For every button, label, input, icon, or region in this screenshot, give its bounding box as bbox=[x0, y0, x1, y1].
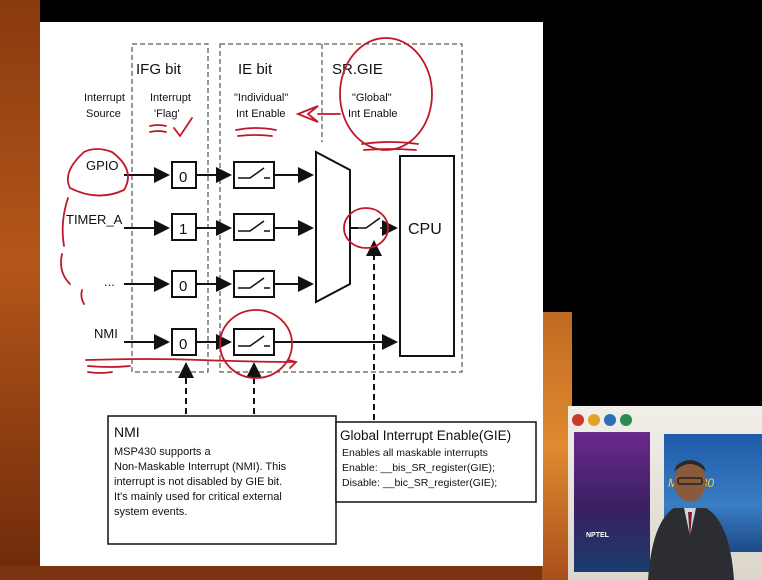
nmi-info-line: interrupt is not disabled by GIE bit. bbox=[114, 476, 282, 488]
gie-info-line: Enable: __bis_SR_register(GIE); bbox=[342, 462, 495, 474]
gie-switch bbox=[358, 218, 388, 228]
gie-info-line: Disable: __bic_SR_register(GIE); bbox=[342, 477, 497, 489]
source-line2: Source bbox=[86, 108, 121, 120]
logo-icon bbox=[572, 414, 584, 426]
cpu-label: CPU bbox=[408, 221, 442, 238]
gie-info-title: Global Interrupt Enable(GIE) bbox=[340, 428, 511, 443]
gie-line2: Int Enable bbox=[348, 108, 398, 120]
flag-timer-a: 1 bbox=[179, 221, 187, 238]
ifg-line1: Interrupt bbox=[150, 92, 191, 104]
cpu-block bbox=[400, 156, 454, 356]
source-other: ... bbox=[104, 274, 115, 289]
background-bottom-strip bbox=[0, 566, 545, 580]
enable-switch-nmi bbox=[234, 329, 274, 355]
interrupt-diagram: IFG bit Interrupt 'Flag' IE bit "Individ… bbox=[40, 22, 543, 566]
enable-switch-other bbox=[234, 271, 274, 297]
logo-icon bbox=[604, 414, 616, 426]
flag-nmi: 0 bbox=[179, 336, 187, 353]
flag-gpio: 0 bbox=[179, 169, 187, 186]
flag-other: 0 bbox=[179, 278, 187, 295]
nmi-info-line: It's mainly used for critical external bbox=[114, 491, 282, 503]
source-gpio: GPIO bbox=[86, 158, 119, 173]
poster-text: NPTEL bbox=[586, 532, 609, 539]
slide: IFG bit Interrupt 'Flag' IE bit "Individ… bbox=[40, 22, 543, 566]
ie-title: IE bit bbox=[238, 61, 273, 78]
presenter-inset: NPTEL MSP430 bbox=[568, 406, 762, 580]
nmi-info-line: MSP430 supports a bbox=[114, 446, 211, 458]
ie-line2: Int Enable bbox=[236, 108, 286, 120]
background-left-panel bbox=[0, 0, 40, 580]
logo-icon bbox=[620, 414, 632, 426]
presenter-figure bbox=[638, 446, 738, 580]
ie-line1: "Individual" bbox=[234, 92, 288, 104]
gie-line1: "Global" bbox=[352, 92, 392, 104]
ifg-line2: 'Flag' bbox=[154, 108, 180, 120]
nmi-info-line: Non-Maskable Interrupt (NMI). This bbox=[114, 461, 287, 473]
logo-icon bbox=[588, 414, 600, 426]
source-timer-a: TIMER_A bbox=[66, 212, 123, 227]
nmi-info-line: system events. bbox=[114, 506, 187, 518]
nmi-info-title: NMI bbox=[114, 424, 140, 440]
sponsor-logos bbox=[572, 412, 758, 428]
source-nmi: NMI bbox=[94, 326, 118, 341]
enable-switch-timer-a bbox=[234, 214, 274, 240]
ifg-title: IFG bit bbox=[136, 61, 182, 78]
source-line1: Interrupt bbox=[84, 92, 125, 104]
gie-info-line: Enables all maskable interrupts bbox=[342, 447, 488, 459]
gie-title: SR.GIE bbox=[332, 61, 383, 78]
